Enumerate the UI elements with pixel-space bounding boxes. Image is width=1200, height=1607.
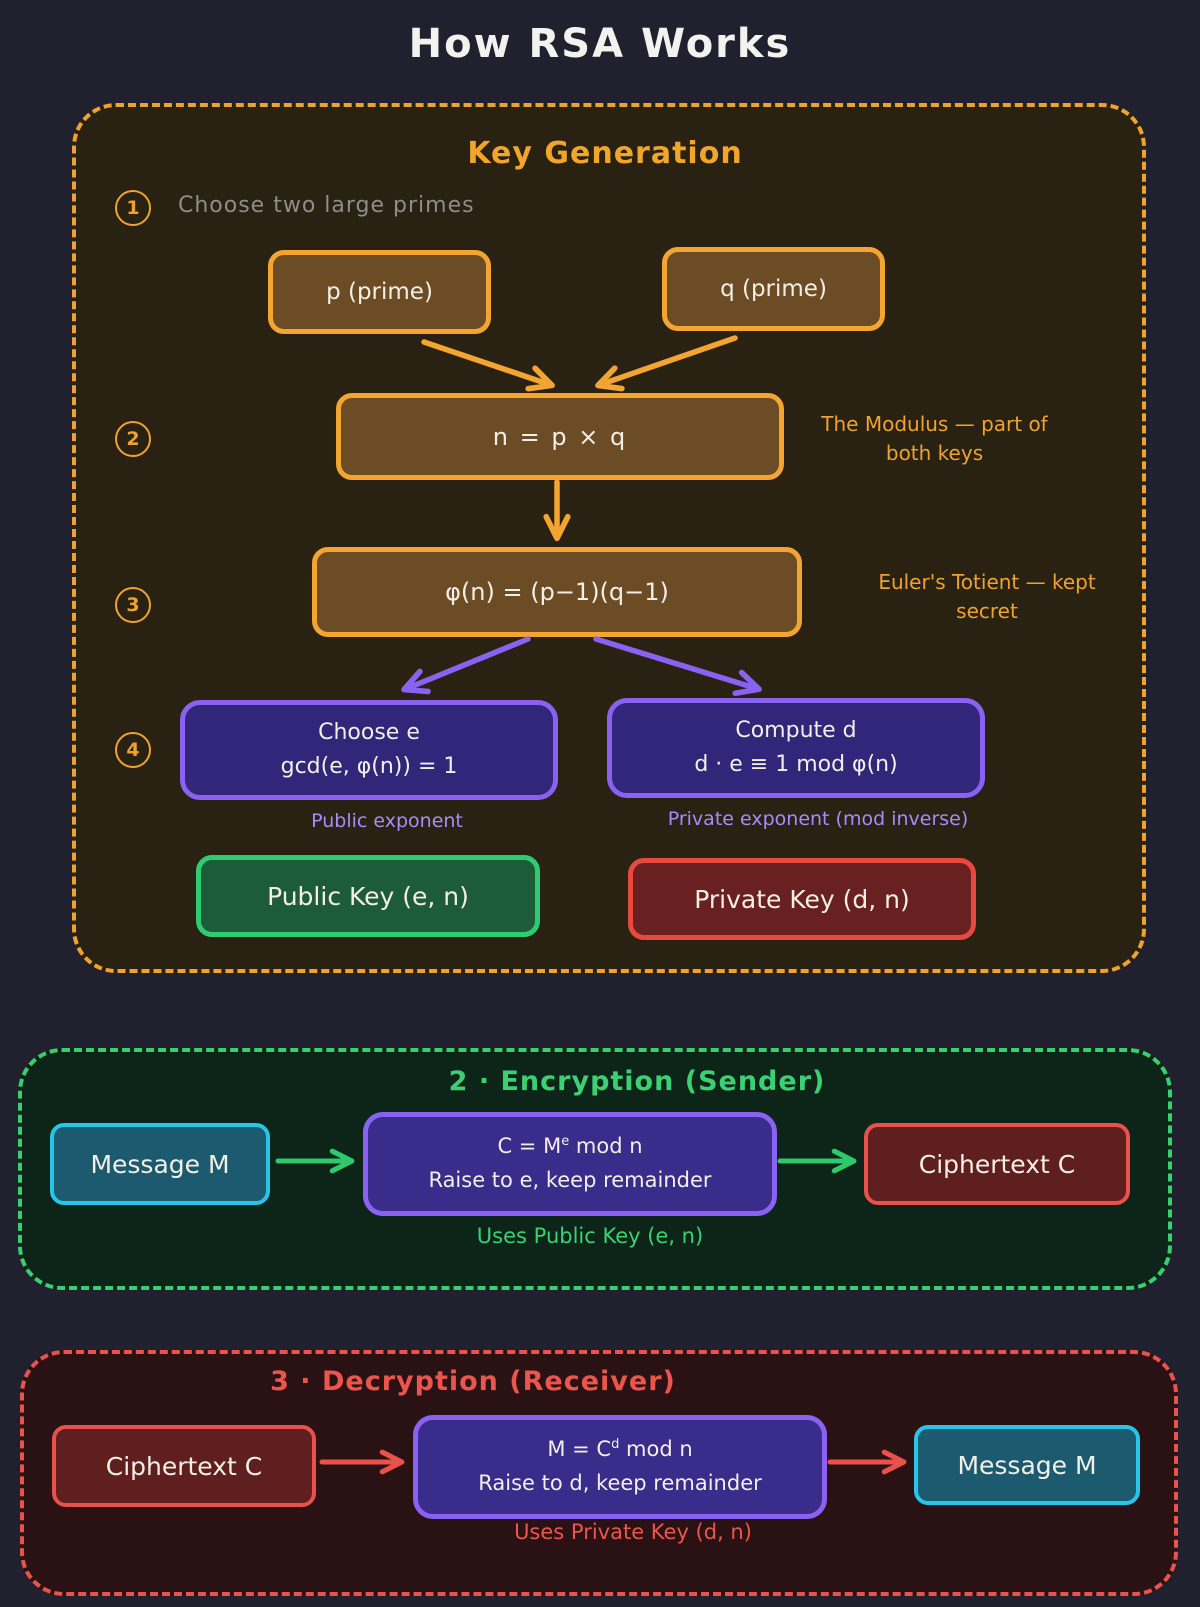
q-prime-box: q (prime) [662,247,885,331]
private-key-box: Private Key (d, n) [628,858,976,940]
compute-d-line2: d · e ≡ 1 mod φ(n) [694,752,898,777]
decryption-formula-hint: Raise to d, keep remainder [478,1471,762,1495]
encryption-caption: Uses Public Key (e, n) [476,1224,704,1248]
key-generation-title: Key Generation [467,136,743,171]
message-output-box: Message M [914,1425,1140,1505]
decryption-formula: M = Cd mod n [547,1437,693,1462]
step-4-badge: 4 [115,732,151,768]
ciphertext-output-box: Ciphertext C [864,1123,1130,1205]
step-2-badge: 2 [115,421,151,457]
encryption-formula: C = Me mod n [497,1134,643,1159]
encryption-title: 2 · Encryption (Sender) [448,1066,826,1097]
key-generation-panel [72,103,1146,973]
totient-box: φ(n) = (p−1)(q−1) [312,547,802,637]
page-title: How RSA Works [408,21,792,67]
message-input-box: Message M [50,1123,270,1205]
compute-d-box: Compute d d · e ≡ 1 mod φ(n) [607,698,985,798]
exponent-d: d [611,1437,620,1453]
public-exponent-label: Public exponent [311,810,463,832]
p-prime-box: p (prime) [268,250,491,334]
decryption-caption: Uses Private Key (d, n) [514,1520,752,1544]
encryption-formula-box: C = Me mod n Raise to e, keep remainder [363,1112,777,1216]
encryption-formula-hint: Raise to e, keep remainder [428,1168,712,1192]
step-1-label: Choose two large primes [178,193,475,218]
exponent-e: e [561,1134,570,1150]
step-1-badge: 1 [115,190,151,226]
modulus-annotation: The Modulus — part of both keys [821,412,1048,465]
private-exponent-label: Private exponent (mod inverse) [667,808,969,830]
ciphertext-input-box: Ciphertext C [52,1425,316,1507]
totient-annotation: Euler's Totient — kept secret [878,570,1096,623]
choose-e-line1: Choose e [318,719,420,745]
decryption-formula-box: M = Cd mod n Raise to d, keep remainder [413,1415,827,1519]
compute-d-line1: Compute d [735,717,857,743]
decryption-title: 3 · Decryption (Receiver) [270,1366,676,1397]
modulus-box: n = p × q [336,393,784,480]
step-3-badge: 3 [115,587,151,623]
choose-e-box: Choose e gcd(e, φ(n)) = 1 [180,700,558,800]
public-key-box: Public Key (e, n) [196,855,540,937]
choose-e-line2: gcd(e, φ(n)) = 1 [280,754,458,779]
